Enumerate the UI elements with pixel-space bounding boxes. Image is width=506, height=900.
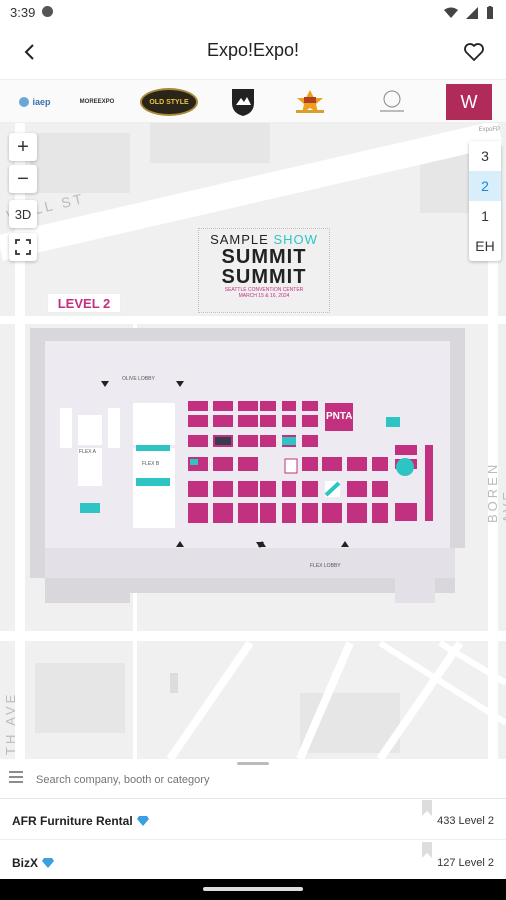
shield-logo-icon [232,89,254,116]
level-button-3[interactable]: 3 [469,141,501,171]
level-button-eh[interactable]: EH [469,231,501,261]
room-label-olive-lobby: OLIVE LOBBY [122,376,155,382]
search-input[interactable] [36,769,456,791]
system-nav-bar [0,879,506,900]
sponsor-logo-2[interactable]: MOREEXPO [79,99,115,105]
home-gesture-pill[interactable] [203,887,303,891]
bookmark-icon[interactable] [422,800,432,816]
level-button-1[interactable]: 1 [469,201,501,231]
floor-map[interactable]: WALL ST BOREN AVE TH AVE SAMPLE SHOW SUM… [0,123,506,759]
exhibitor-row[interactable]: AFR Furniture Rental 433 Level 2 [0,800,506,840]
diamond-icon [136,816,149,826]
back-arrow-icon[interactable] [18,40,42,64]
exhibitor-sheet: AFR Furniture Rental 433 Level 2 BizX 12… [0,759,506,882]
zoom-out-button[interactable]: − [9,165,37,193]
sponsor-logo-3[interactable]: OLD STYLE [140,88,198,116]
exhibitor-location: 127 Level 2 [437,857,494,869]
menu-icon[interactable] [9,771,23,783]
show-title-sample: SAMPLE [210,232,269,247]
app-bar: Expo!Expo! [0,26,506,78]
status-bar: 3:39 [0,0,506,26]
sponsor-logo-5[interactable] [290,88,330,116]
street-label-boren-ave: BOREN AVE [485,461,506,523]
view-3d-button[interactable]: 3D [9,200,37,228]
show-venue: SEATTLE CONVENTION CENTER [224,287,304,293]
wifi-icon [444,7,458,18]
booth-label-pnta[interactable]: PNTA [326,411,353,422]
sponsor-logo-7[interactable]: W [446,84,492,120]
street-label-th-ave: TH AVE [3,691,18,755]
status-time: 3:39 [10,5,36,20]
room-label-flex-a: FLEX A [79,449,96,455]
signal-icon [466,6,478,19]
room-label-flex-b: FLEX B [142,461,160,467]
show-date: MARCH 15 & 16, 2024 [238,293,290,299]
heart-icon[interactable] [462,40,486,64]
battery-icon [487,6,493,19]
sponsor-logo-iaep[interactable]: iaep [14,88,56,116]
zoom-in-button[interactable]: + [9,133,37,161]
sponsor-logo-strip: iaep MOREEXPO OLD STYLE W [0,79,506,123]
show-title-summit-1: SUMMIT [221,246,307,268]
sponsor-logo-6[interactable] [372,88,412,116]
sheet-drag-handle[interactable] [237,762,269,765]
star-logo-icon [296,90,324,113]
circle-logo-icon [380,90,404,112]
level-button-2[interactable]: 2 [469,171,501,201]
diamond-icon [42,858,55,868]
map-canvas [0,123,506,759]
sponsor-logo-4[interactable] [228,88,258,116]
notification-icon [42,6,53,17]
map-attribution[interactable]: ExpoFP [478,127,500,133]
bookmark-icon[interactable] [422,842,432,858]
exhibitor-row[interactable]: BizX 127 Level 2 [0,842,506,882]
room-label-flex-lobby: FLEX LOBBY [310,563,341,569]
show-title-summit-2: SUMMIT [221,266,307,288]
level-selector: 3 2 1 EH [469,141,501,261]
exhibitor-location: 433 Level 2 [437,815,494,827]
page-title: Expo!Expo! [206,40,300,60]
fullscreen-icon [15,239,31,255]
level-label: LEVEL 2 [47,293,121,313]
show-title-show: SHOW [273,232,318,247]
show-logo: SAMPLE SHOW SUMMIT SUMMIT SEATTLE CONVEN… [198,228,330,313]
exhibitor-name: AFR Furniture Rental [12,814,149,828]
search-bar [0,759,506,799]
status-icons [444,6,494,19]
fullscreen-button[interactable] [9,233,37,261]
exhibitor-name: BizX [12,856,55,870]
